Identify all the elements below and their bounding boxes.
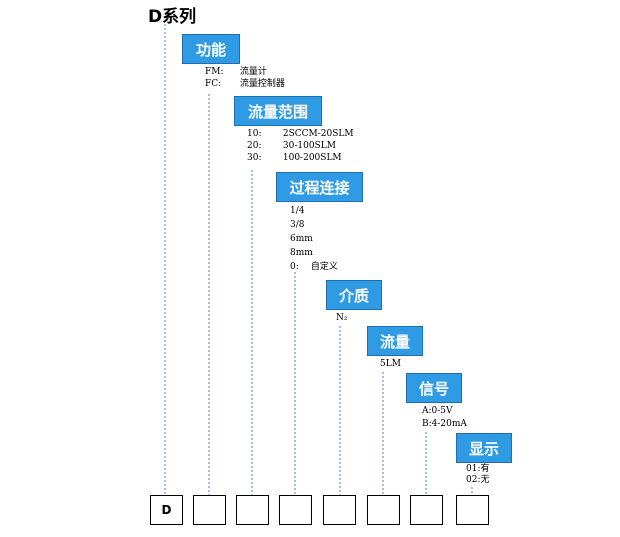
options-process-connection: 1/4 3/8 6mm 8mm 0: 自定义 (290, 204, 338, 274)
tag-flow-range: 流量范围 (234, 96, 322, 126)
options-function: FM: 流量计 FC: 流量控制器 (205, 66, 285, 90)
options-flow-range: 10: 2SCCM-20SLM 20: 30-100SLM 30: 100-20… (247, 128, 354, 164)
code-box-flow (367, 495, 400, 525)
code-box-connection (279, 495, 312, 525)
option-row: 1/4 (290, 204, 338, 218)
tag-flow: 流量 (367, 326, 423, 356)
tag-medium: 介质 (326, 280, 382, 310)
option-desc: 30-100SLM (282, 141, 336, 151)
code-box-prefix: D (150, 495, 183, 525)
option-row: FM: 流量计 (205, 66, 285, 78)
option-code: FC: (205, 79, 222, 89)
option-code: 02:无 (466, 475, 490, 485)
option-row: 01:有 (466, 464, 490, 475)
option-desc: 2SCCM-20SLM (282, 129, 354, 139)
code-box-signal (410, 495, 443, 525)
option-code: 5LM (380, 359, 401, 369)
option-row: B:4-20mA (422, 418, 467, 431)
option-code: 01:有 (466, 464, 490, 474)
option-row: 02:无 (466, 475, 490, 486)
code-box-function (193, 495, 226, 525)
option-desc: 自定义 (310, 262, 338, 272)
option-code: 6mm (290, 234, 313, 244)
tag-display: 显示 (456, 433, 512, 463)
options-medium: N₂ (336, 312, 347, 324)
tag-signal: 信号 (406, 373, 462, 403)
tag-process-connection: 过程连接 (276, 172, 363, 202)
option-row: A:0-5V (422, 405, 467, 418)
option-desc: 流量计 (239, 67, 267, 77)
option-code: 3/8 (290, 220, 305, 230)
option-row: 20: 30-100SLM (247, 140, 354, 152)
option-code: 20: (247, 141, 262, 151)
option-row: 30: 100-200SLM (247, 152, 354, 164)
option-desc: 流量控制器 (239, 79, 285, 89)
option-code: A:0-5V (422, 406, 453, 416)
series-title: D系列 (148, 7, 197, 27)
option-row: 8mm (290, 246, 338, 260)
option-row: 0: 自定义 (290, 260, 338, 274)
option-code: 30: (247, 153, 262, 163)
options-flow: 5LM (380, 358, 401, 370)
option-code: 1/4 (290, 206, 305, 216)
option-row: N₂ (336, 312, 347, 324)
option-desc: 100-200SLM (282, 153, 342, 163)
option-row: 3/8 (290, 218, 338, 232)
code-box-display (456, 495, 489, 525)
tag-function: 功能 (182, 34, 240, 64)
option-row: 10: 2SCCM-20SLM (247, 128, 354, 140)
option-row: FC: 流量控制器 (205, 78, 285, 90)
option-row: 6mm (290, 232, 338, 246)
option-code: B:4-20mA (422, 419, 467, 429)
option-row: 5LM (380, 358, 401, 370)
option-code: 8mm (290, 248, 313, 258)
code-box-flow-range (236, 495, 269, 525)
option-code: N₂ (336, 313, 348, 323)
option-code: FM: (205, 67, 224, 77)
code-box-medium (323, 495, 356, 525)
option-code: 0: (290, 262, 299, 272)
option-code: 10: (247, 129, 262, 139)
options-display: 01:有 02:无 (466, 464, 490, 486)
options-signal: A:0-5V B:4-20mA (422, 405, 467, 431)
